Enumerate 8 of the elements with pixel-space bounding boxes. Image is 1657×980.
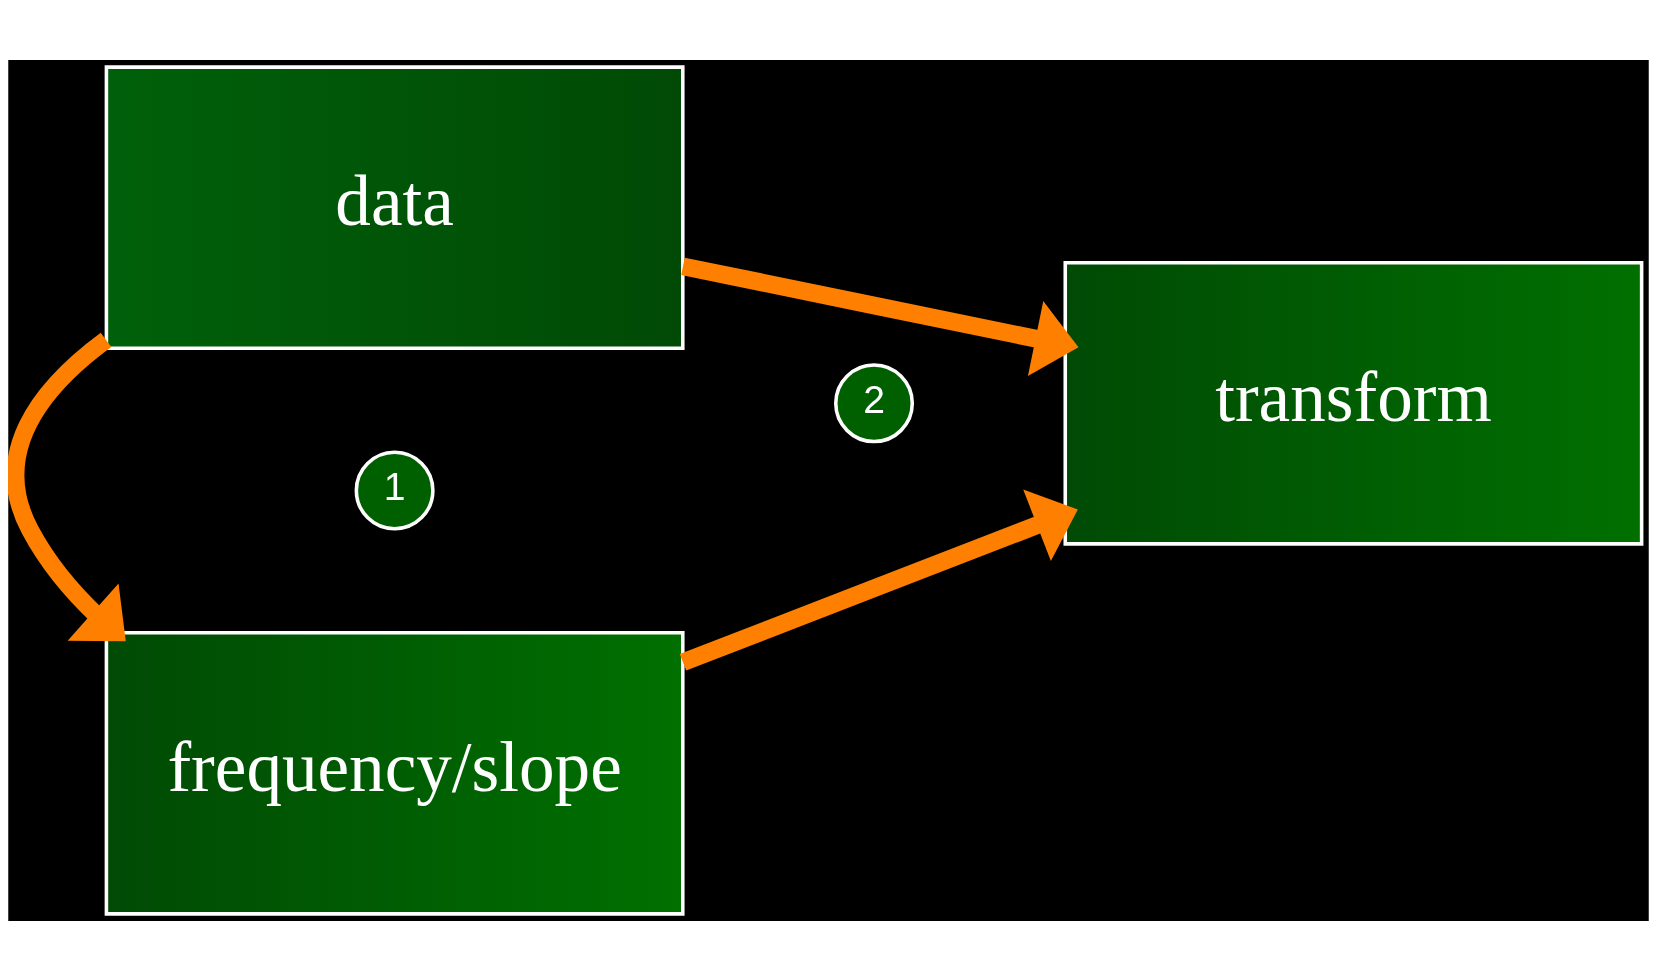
node-box: data xyxy=(104,64,685,350)
arrow xyxy=(681,257,1079,376)
node-box: transform xyxy=(1063,260,1644,546)
label: 2 xyxy=(863,377,885,421)
label: 1 xyxy=(383,464,406,508)
arrow xyxy=(679,489,1078,671)
arrow xyxy=(8,332,126,641)
node-box: frequency/slope xyxy=(104,630,685,916)
